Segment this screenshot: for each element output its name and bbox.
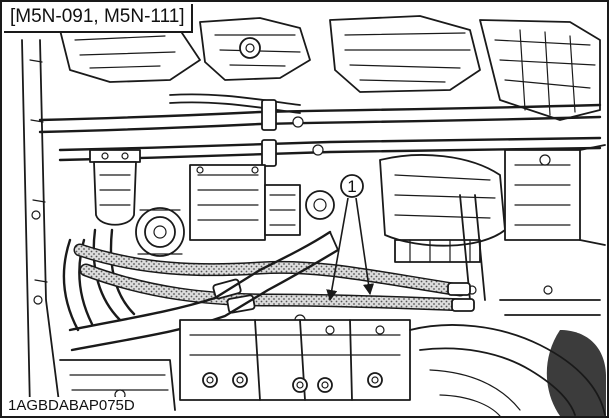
engine-lower-block (179, 319, 411, 401)
figure-code: 1AGBDABAP075D (6, 397, 139, 414)
braided-hoses (73, 243, 472, 312)
oil-filter (135, 207, 185, 257)
callout-1: 1 (326, 174, 375, 302)
fuel-filter (89, 149, 141, 226)
callout-arrow-left (326, 197, 349, 302)
right-side-components (379, 144, 606, 301)
left-frame-rail (21, 39, 61, 411)
main-supply-hose (68, 230, 340, 352)
figure-code-text: 1AGBDABAP075D (8, 397, 135, 414)
lower-right-chassis (409, 299, 606, 417)
injection-pump (189, 164, 335, 241)
callout-number: 1 (347, 177, 356, 196)
model-label: [M5N-091, M5N-111] (4, 4, 193, 33)
callout-arrow-right (355, 197, 375, 296)
model-label-text: [M5N-091, M5N-111] (10, 6, 185, 27)
